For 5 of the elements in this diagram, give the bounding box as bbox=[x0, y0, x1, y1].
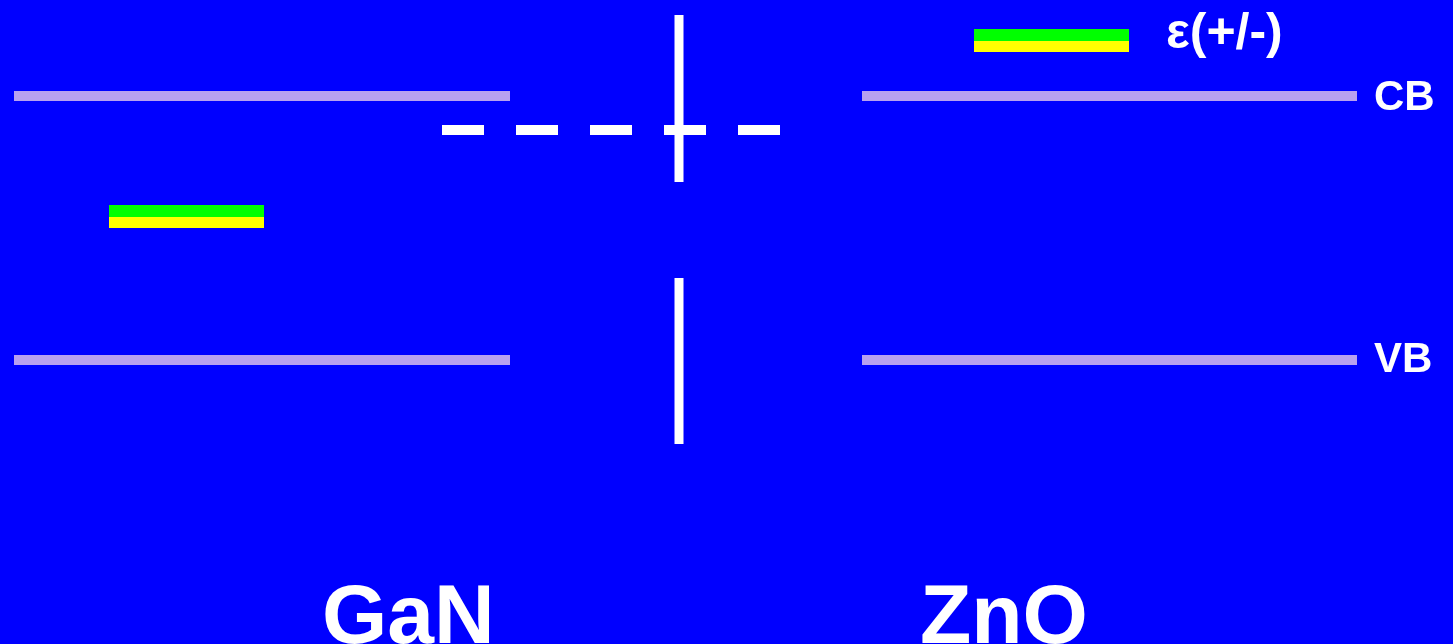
band-label: CB bbox=[1374, 75, 1435, 117]
material-label: GaN bbox=[322, 572, 495, 644]
legend-text: ε(+/-) bbox=[1166, 6, 1283, 56]
material-label: ZnO bbox=[920, 572, 1088, 644]
band-label: VB bbox=[1374, 337, 1433, 379]
